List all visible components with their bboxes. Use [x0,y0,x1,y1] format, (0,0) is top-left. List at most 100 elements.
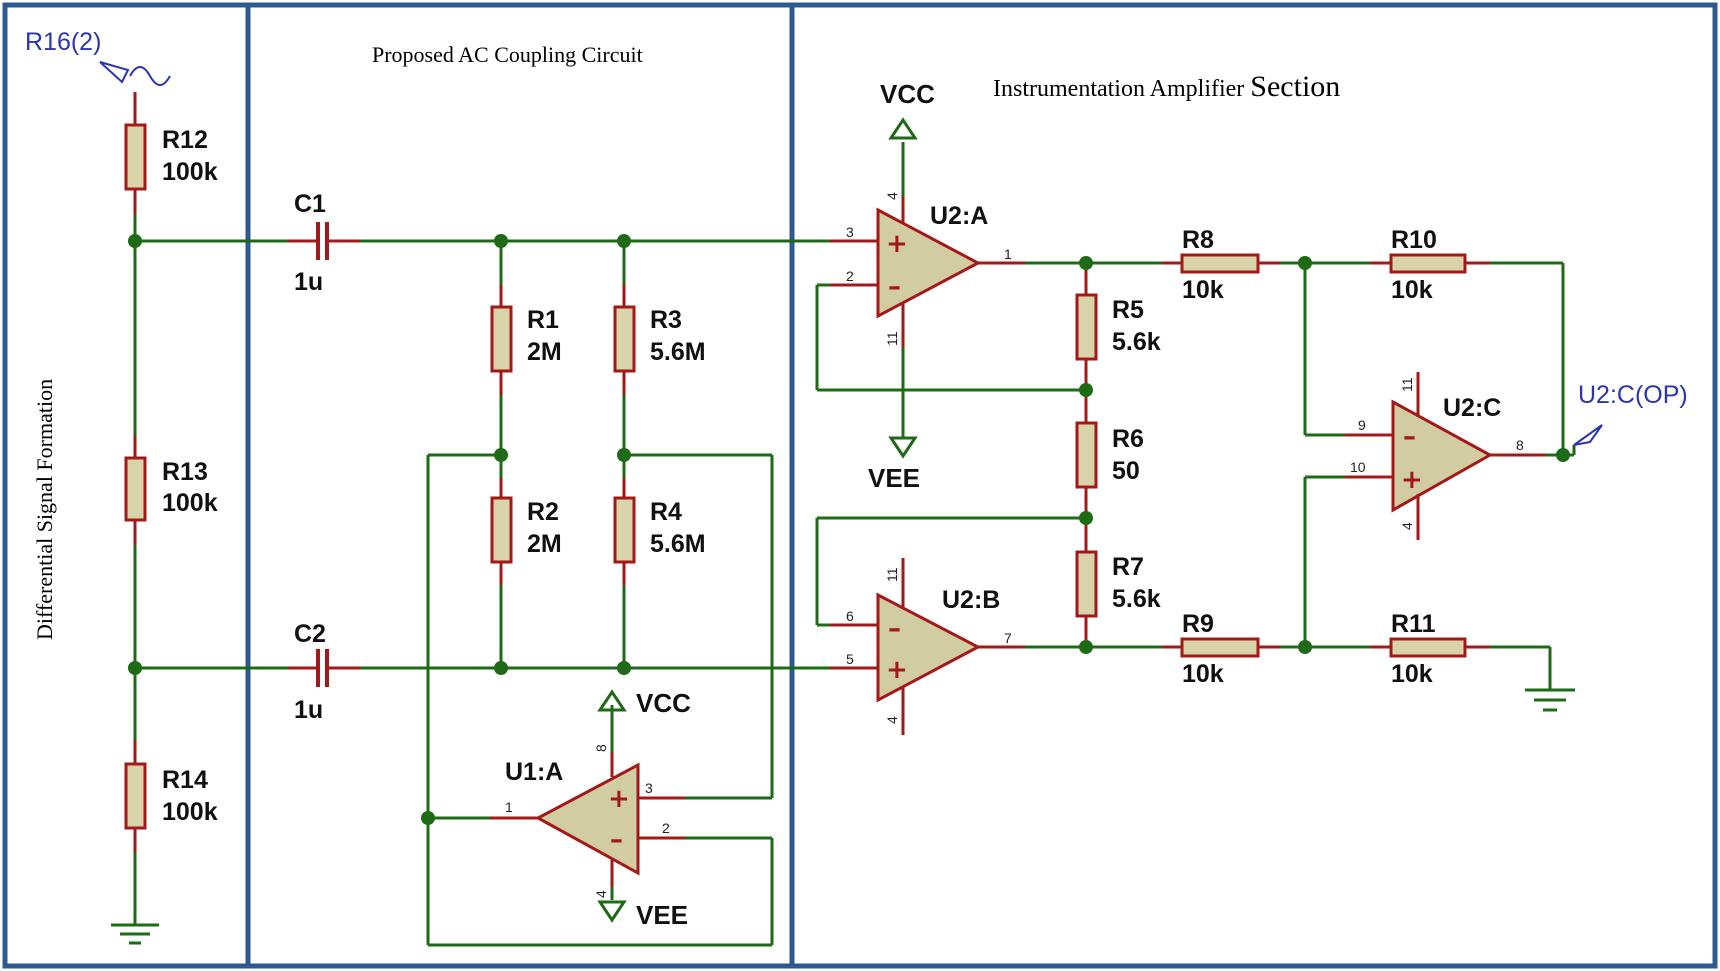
output-probe-icon [1573,424,1603,446]
junction [128,234,142,248]
u2b-pin-plus: 5 [846,651,854,667]
opamp-u1a [534,762,640,876]
resistor-r8 [1180,253,1260,274]
resistor-r14 [124,762,147,830]
junction [1079,383,1093,397]
r7-value: 5.6k [1112,585,1161,613]
u1a-plus-sign: + [608,784,630,814]
panel-title-inamp-b: Section [1250,70,1340,103]
junction [494,661,508,675]
r10-ref: R10 [1391,226,1437,254]
u2b-minus-sign: – [888,614,901,644]
junction [1079,256,1093,270]
junction [421,811,435,825]
r3-value: 5.6M [650,338,706,366]
ground-icon-right [1525,688,1575,712]
resistor-r5 [1075,293,1098,361]
resistor-r6 [1075,421,1098,489]
u1a-pin-out: 1 [505,799,513,815]
resistor-r4 [613,496,636,564]
u1-vcc-label: VCC [636,688,691,718]
u2a-ref: U2:A [930,202,988,230]
r1-ref: R1 [527,306,559,334]
r14-value: 100k [162,798,218,826]
u2a-pin-minus: 2 [846,268,854,284]
c2-value: 1u [294,696,323,724]
r3-ref: R3 [650,306,682,334]
junction [494,234,508,248]
u2c-pin-plus: 10 [1350,459,1366,475]
u2c-minus-sign: – [1403,422,1416,452]
u2b-pin-vpos: 4 [884,716,900,724]
u2c-pin-out: 8 [1516,437,1524,453]
r8-value: 10k [1182,276,1224,304]
panel-title-ac-coupling: Proposed AC Coupling Circuit [372,42,643,67]
resistor-r1 [490,305,513,373]
r12-ref: R12 [162,126,208,154]
r9-ref: R9 [1182,610,1214,638]
u2a-pin-plus: 3 [846,224,854,240]
r13-ref: R13 [162,458,208,486]
u1a-pin-plus: 3 [645,780,653,796]
r4-value: 5.6M [650,530,706,558]
u2b-pin-minus: 6 [846,608,854,624]
u2b-ref: U2:B [942,586,1000,614]
junction [494,448,508,462]
divider-chain: R16(2) R12 100k R13 100k R14 100k [25,28,218,945]
u2c-ref: U2:C [1443,394,1501,422]
r6-ref: R6 [1112,425,1144,453]
resistor-r10 [1389,253,1467,274]
u2a-pin-vpos: 4 [884,192,900,200]
u1-vcc-arrow-icon [597,689,627,712]
inamp-section: + – VCC VEE U2:A 3 2 1 4 11 R5 5.6k R6 5… [815,79,1688,735]
junction [1298,256,1312,270]
u2a-pin-vneg: 11 [884,331,900,346]
junction [1079,640,1093,654]
resistor-r3 [613,305,636,373]
u1a-minus-sign: – [610,825,623,855]
u2a-plus-sign: + [886,229,908,259]
u2c-plus-sign: + [1401,465,1423,495]
u2-vcc-label: VCC [880,79,935,109]
u1a-pin-vneg: 4 [593,890,609,898]
opamp-u2c [1391,399,1494,513]
resistor-r11 [1389,637,1467,658]
opamp-u2a [876,207,982,319]
resistor-r9 [1180,637,1260,658]
u2a-minus-sign: – [888,272,901,302]
u2b-pin-out: 7 [1004,630,1012,646]
panel-title-inamp-a: Instrumentation Amplifier [993,76,1250,102]
u1a-ref: U1:A [505,758,563,786]
junction [617,448,631,462]
r12-value: 100k [162,158,218,186]
r5-ref: R5 [1112,296,1144,324]
junction [617,234,631,248]
ac-coupling-section: C1 1u C2 1u R1 2M R2 2M R3 [128,190,860,947]
u2c-pin-minus: 9 [1358,417,1366,433]
panel-title-inamp: Instrumentation Amplifier Section [993,70,1340,103]
u2c-pin-vpos: 11 [1399,377,1415,392]
opamp-u2b [876,592,982,703]
r13-value: 100k [162,489,218,517]
junction [1298,640,1312,654]
r14-ref: R14 [162,766,208,794]
r9-value: 10k [1182,660,1224,688]
junction [128,661,142,675]
u2-vee-arrow-icon [888,436,918,459]
ground-icon-left [111,923,159,945]
c1-ref: C1 [294,190,326,218]
ac-source-icon [129,66,171,86]
junction [1556,448,1570,462]
r1-value: 2M [527,338,562,366]
r10-value: 10k [1391,276,1433,304]
panel-title-differential: Differential Signal Formation [32,379,57,640]
u2b-plus-sign: + [886,655,908,685]
r2-ref: R2 [527,498,559,526]
c1-value: 1u [294,268,323,296]
resistor-r7 [1075,550,1098,618]
resistor-r2 [490,496,513,564]
u1a-pin-minus: 2 [662,820,670,836]
